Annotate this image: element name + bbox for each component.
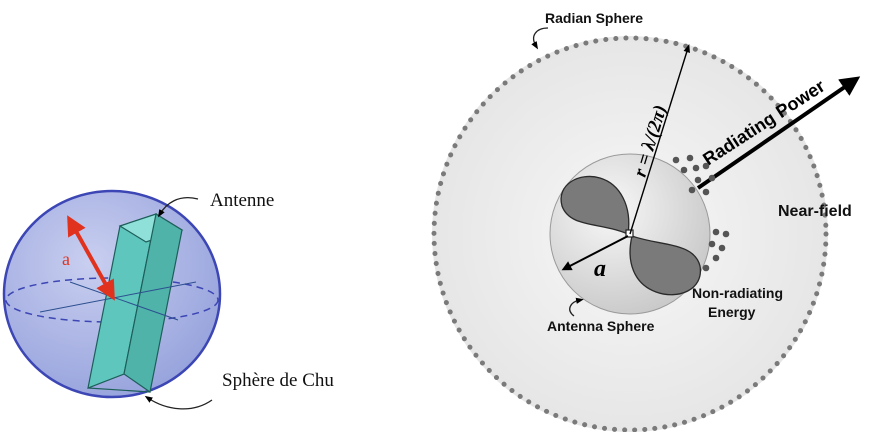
non-radiating-dots <box>672 154 730 272</box>
antenna-sphere-callout-arrow <box>569 297 584 317</box>
radian-sphere-diagram: a r = λ/(2π) Radiating Power Radian Sphe… <box>431 10 861 432</box>
antenna-box <box>87 213 184 394</box>
radian-sphere-boundary <box>431 35 829 432</box>
radiating-power-arrow <box>696 76 861 190</box>
antenne-callout-arrow <box>157 197 199 218</box>
non-radiating-label-line2: Energy <box>708 304 756 320</box>
chu-sphere-diagram: a Antenne Sphère de Chu <box>2 189 334 410</box>
sphere-callout-arrow <box>144 395 213 410</box>
radius-label: a <box>62 249 70 269</box>
non-radiating-label-line1: Non-radiating <box>692 285 783 301</box>
antenna-sphere-label: Antenna Sphere <box>547 318 655 334</box>
radian-sphere-label: Radian Sphere <box>545 10 643 26</box>
antenna-radius-arrow <box>561 235 629 271</box>
radian-radius-line <box>629 43 690 235</box>
radiation-lobe-upper <box>560 175 630 235</box>
radiation-lobe-lower <box>629 235 701 296</box>
antenna-radius-label: a <box>594 256 606 282</box>
sphere-de-chu-label: Sphère de Chu <box>222 370 334 391</box>
antenne-label: Antenne <box>210 190 274 211</box>
radian-sphere-callout-arrow <box>531 27 549 50</box>
near-field-label: Near-field <box>778 203 852 220</box>
radius-arrow <box>67 215 115 301</box>
